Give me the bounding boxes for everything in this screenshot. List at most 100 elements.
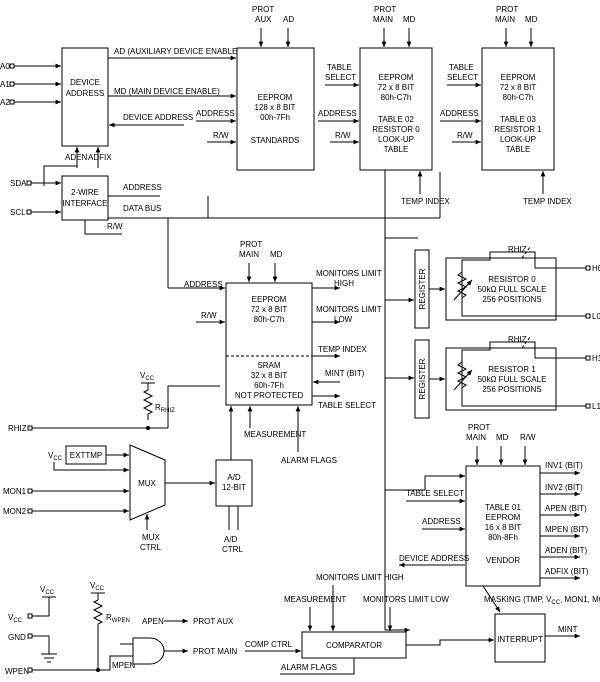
ad-line2: 12-BIT [222,483,246,492]
interrupt-block: INTERRUPT [494,613,546,663]
mux-block: MUX [129,444,166,521]
table03-line2: 72 x 8 BIT [500,83,537,92]
rw-label-t02: R/W [335,131,351,140]
register1-label: REGISTER [418,358,427,399]
inv2-label: INV2 (BIT) [545,483,583,492]
comparator-label: COMPARATOR [326,641,382,650]
table-select-label-t02-2: SELECT [325,73,356,82]
table02-line3: 80h-C7h [381,93,412,102]
pin-mon1-label: MON1 [3,487,27,496]
table01-line3: 16 x 8 BIT [485,523,522,532]
pin-rhiz [27,425,33,431]
monitors-limit-high-1: MONITORS LIMIT [316,269,382,278]
inv1-label: INV1 (BIT) [545,461,583,470]
table03-line4: TABLE 03 [500,115,536,124]
pin-mon2 [27,508,33,514]
eeprom-table03-block: EEPROM 72 x 8 BIT 80h-C7h TABLE 03 RESIS… [481,47,555,171]
apen-label: APEN [142,617,164,626]
device-address-label-t01: DEVICE ADDRESS [399,554,469,563]
pin-gnd [27,633,33,639]
eeprom-standards-line2: 128 x 8 BIT [255,103,296,112]
table-select-label-t03-2: SELECT [447,73,478,82]
comparator-block: COMPARATOR [301,631,407,659]
pin-a0-label: A0 [0,62,10,71]
vcc-label-wpen: VCC [90,581,105,592]
prot-label-std: PROT [252,5,274,14]
pin-vcc [27,613,33,619]
adfix-bit-label: ADFIX (BIT) [545,567,589,576]
eeprom-main-line1: EEPROM [252,295,287,304]
md-main-label: MD (MAIN DEVICE ENABLE) [114,87,220,96]
rw-label-2wire: R/W [107,222,123,231]
table-select-label-t01: TABLE SELECT [406,489,464,498]
alarm-flags-label-cmp: ALARM FLAGS [281,663,337,672]
pin-mon1 [27,488,33,494]
rw-label-main: R/W [201,311,217,320]
eeprom-standards-line3: 00h-7Fh [260,113,290,122]
monitors-limit-low-1: MONITORS LIMIT [316,305,382,314]
rhiz-label-r0: RHIZ [508,245,527,254]
md-label-main: MD [270,250,283,259]
measurement-label-main: MEASUREMENT [244,430,306,439]
data-bus [108,170,465,633]
main-label-t01: MAIN [466,433,486,442]
pin-gnd-label: GND [8,633,26,642]
resistor0-line3: 256 POSITIONS [482,295,541,304]
prot-aux-label: PROT AUX [193,617,234,626]
adfix-label: ADFIX [88,153,112,162]
interrupt-label: INTERRUPT [497,635,543,644]
address-label-main: ADDRESS [184,280,223,289]
resistor1-line1: RESISTOR 1 [488,365,536,374]
two-wire-line1: 2-WIRE [71,188,99,197]
table01-line5: VENDOR [486,556,520,565]
pin-wpen-label: WPEN [5,667,29,676]
temp-index-label-main: TEMP INDEX [318,345,367,354]
pin-a1-label: A1 [0,80,10,89]
address-label-t02: ADDRESS [318,109,357,118]
table-select-label-main: TABLE SELECT [318,401,376,410]
prot-label-t02: PROT [374,5,396,14]
pin-scl-label: SCL [10,208,26,217]
table01-block: TABLE 01 EEPROM 16 x 8 BIT 80h-8Fh VENDO… [465,465,541,587]
mux-label: MUX [138,479,156,488]
prot-main-label: PROT MAIN [193,647,238,656]
aden-bit-label: ADEN (BIT) [545,546,588,555]
pin-rhiz-label: RHIZ [8,424,27,433]
table02-line1: EEPROM [379,73,414,82]
rhiz-label-r1: RHIZ [508,335,527,344]
md-label-t01: MD [496,433,509,442]
address-label-std: ADDRESS [196,109,235,118]
ad-ctrl-1: A/D [224,535,238,544]
rw-label-std: R/W [213,131,229,140]
table01-line4: 80h-8Fh [488,533,518,542]
eeprom-table02-block: EEPROM 72 x 8 BIT 80h-C7h TABLE 02 RESIS… [359,47,433,171]
table02-line5: RESISTOR 0 [372,125,420,134]
temp-index-label-t03: TEMP INDEX [523,197,572,206]
table01-line1: TABLE 01 [485,503,521,512]
pin-scl [26,209,32,215]
pin-mon2-label: MON2 [3,507,27,516]
comp-ctrl-label: COMP CTRL [245,640,293,649]
table-select-label-t02-1: TABLE [327,63,352,72]
prot-label-main: PROT [240,240,262,249]
vcc-label-top: VCC [40,585,55,596]
pin-a1 [9,81,15,87]
monitors-limit-high-cmp: MONITORS LIMIT HIGH [316,573,404,582]
monitors-limit-low-cmp: MONITORS LIMIT LOW [363,595,449,604]
resistor1-line3: 256 POSITIONS [482,385,541,394]
vcc-label-mux: VCC [48,451,63,462]
eeprom-standards-line1: EEPROM [258,93,293,102]
table02-line2: 72 x 8 BIT [378,83,415,92]
resistor0-line2: 50kΩ FULL SCALE [478,285,547,294]
exttmp-label: EXTTMP [70,451,102,460]
address-label-t03: ADDRESS [440,109,479,118]
pin-sda-label: SDA [10,179,27,188]
pin-h1-label: H1 [592,354,600,363]
aden-label: ADEN [65,153,87,162]
table02-line6: LOOK-UP [378,135,414,144]
and-gate [132,637,165,665]
address-label-2wire: ADDRESS [123,183,162,192]
pin-h0 [585,265,591,271]
ad-converter-block: A/D 12-BIT [215,459,253,507]
